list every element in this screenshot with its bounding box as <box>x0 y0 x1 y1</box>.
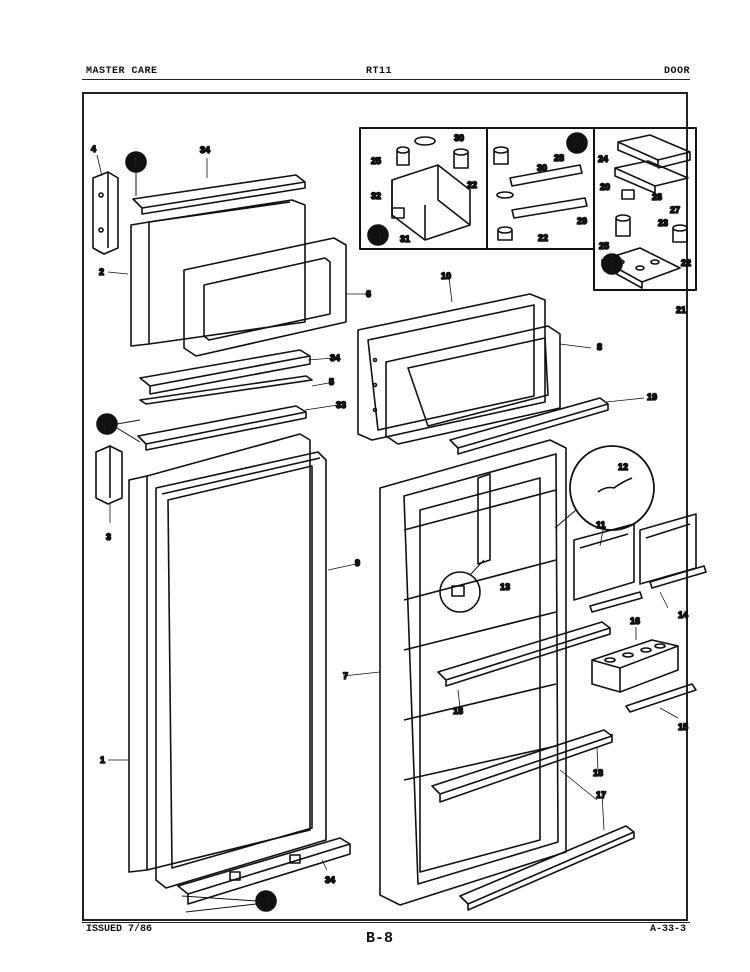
callout-25-box3: 25 <box>371 156 381 166</box>
footer-page-number: B-8 <box>366 930 394 947</box>
strip-33 <box>137 405 307 451</box>
callout-19: 19 <box>647 392 657 402</box>
tray-strip-15 <box>625 683 697 713</box>
svg-text:3: 3 <box>374 228 381 242</box>
marker-1-box: 1 <box>601 253 623 275</box>
header-rule <box>82 79 690 80</box>
callout-8: 8 <box>597 342 602 352</box>
callout-12: 12 <box>618 462 628 472</box>
callout-22-box2: 22 <box>538 233 548 243</box>
callout-25-box1: 25 <box>599 241 609 251</box>
callout-13: 13 <box>500 582 510 592</box>
footer-code: A-33-3 <box>650 924 687 935</box>
svg-text:2: 2 <box>103 417 110 431</box>
callout-34-bottom: 34 <box>325 875 335 885</box>
svg-text:3: 3 <box>262 894 269 908</box>
svg-text:1: 1 <box>608 257 615 271</box>
header-left: MASTER CARE <box>86 66 158 77</box>
header-center: RT11 <box>366 66 393 77</box>
marker-3-box: 3 <box>367 224 389 246</box>
dairy-door-11 <box>573 513 697 601</box>
strip-5 <box>139 375 313 405</box>
bottom-trim-34 <box>177 837 351 905</box>
callout-3-left: 3 <box>106 532 111 542</box>
callout-32: 32 <box>371 191 381 201</box>
shelf-bar-18-upper <box>437 621 611 687</box>
freezer-liner-8 <box>385 325 561 445</box>
callout-2: 2 <box>99 267 104 277</box>
callout-20: 20 <box>600 182 610 192</box>
marker-3-bottom: 3 <box>181 890 277 913</box>
shelf-bar-19 <box>449 397 609 455</box>
inset-box-1 <box>593 127 697 291</box>
callout-1: 1 <box>100 755 105 765</box>
callout-14: 14 <box>678 610 688 620</box>
callout-16: 16 <box>630 616 640 626</box>
freezer-door-panel-2 <box>130 199 306 347</box>
callout-18-lower: 18 <box>593 768 603 778</box>
callout-23: 23 <box>658 218 668 228</box>
footer-rule <box>82 922 690 923</box>
shelf-bar-18-lower <box>431 729 613 803</box>
callout-6: 6 <box>366 289 371 299</box>
hinge-mid-left <box>95 445 123 505</box>
callout-9: 9 <box>355 558 360 568</box>
marker-2-left: 2 <box>96 413 141 443</box>
callout-30-box3: 30 <box>454 133 464 143</box>
marker-2-box: 2 <box>566 132 588 154</box>
callout-26: 26 <box>652 192 662 202</box>
callout-34-mid: 34 <box>330 353 340 363</box>
dairy-hinge-14 <box>589 565 707 613</box>
callout-15: 15 <box>678 722 688 732</box>
callout-22-box3: 22 <box>467 180 477 190</box>
header-right: DOOR <box>664 66 691 77</box>
door-liner-7 <box>379 439 567 906</box>
callout-22-box1: 22 <box>681 258 691 268</box>
marker-1-left: 1 <box>125 151 147 196</box>
freezer-inner-panel-6 <box>183 237 347 357</box>
callout-27: 27 <box>670 205 680 215</box>
diagram-frame <box>82 92 688 921</box>
callout-7: 7 <box>343 671 348 681</box>
callout-31: 31 <box>400 234 410 244</box>
trim-top-34 <box>132 174 306 215</box>
footer-issued: ISSUED 7/86 <box>86 924 153 935</box>
door-liner-gasket-9 <box>155 451 327 889</box>
callout-4: 4 <box>91 144 96 154</box>
detail-bubble-12 <box>554 445 655 531</box>
callout-29: 29 <box>577 216 587 226</box>
hinge-top-left <box>92 171 119 255</box>
svg-text:2: 2 <box>573 136 580 150</box>
callout-5: 5 <box>329 377 334 387</box>
callout-17: 17 <box>596 790 606 800</box>
butter-tray-16 <box>591 639 679 693</box>
freezer-door-liner-10 <box>357 293 546 441</box>
callout-11: 11 <box>596 520 606 530</box>
callout-10: 10 <box>441 271 451 281</box>
callout-21: 21 <box>676 305 686 315</box>
callout-28: 28 <box>554 153 564 163</box>
shelf-bar-17 <box>459 825 635 911</box>
leader-lines <box>96 154 679 871</box>
svg-text:1: 1 <box>132 155 139 169</box>
detail-bubble-13 <box>439 559 485 613</box>
callout-24: 24 <box>598 154 608 164</box>
callout-30-box2: 30 <box>537 163 547 173</box>
callout-18-upper: 18 <box>453 706 463 716</box>
callout-33: 33 <box>336 400 346 410</box>
callout-34-top: 34 <box>200 145 210 155</box>
